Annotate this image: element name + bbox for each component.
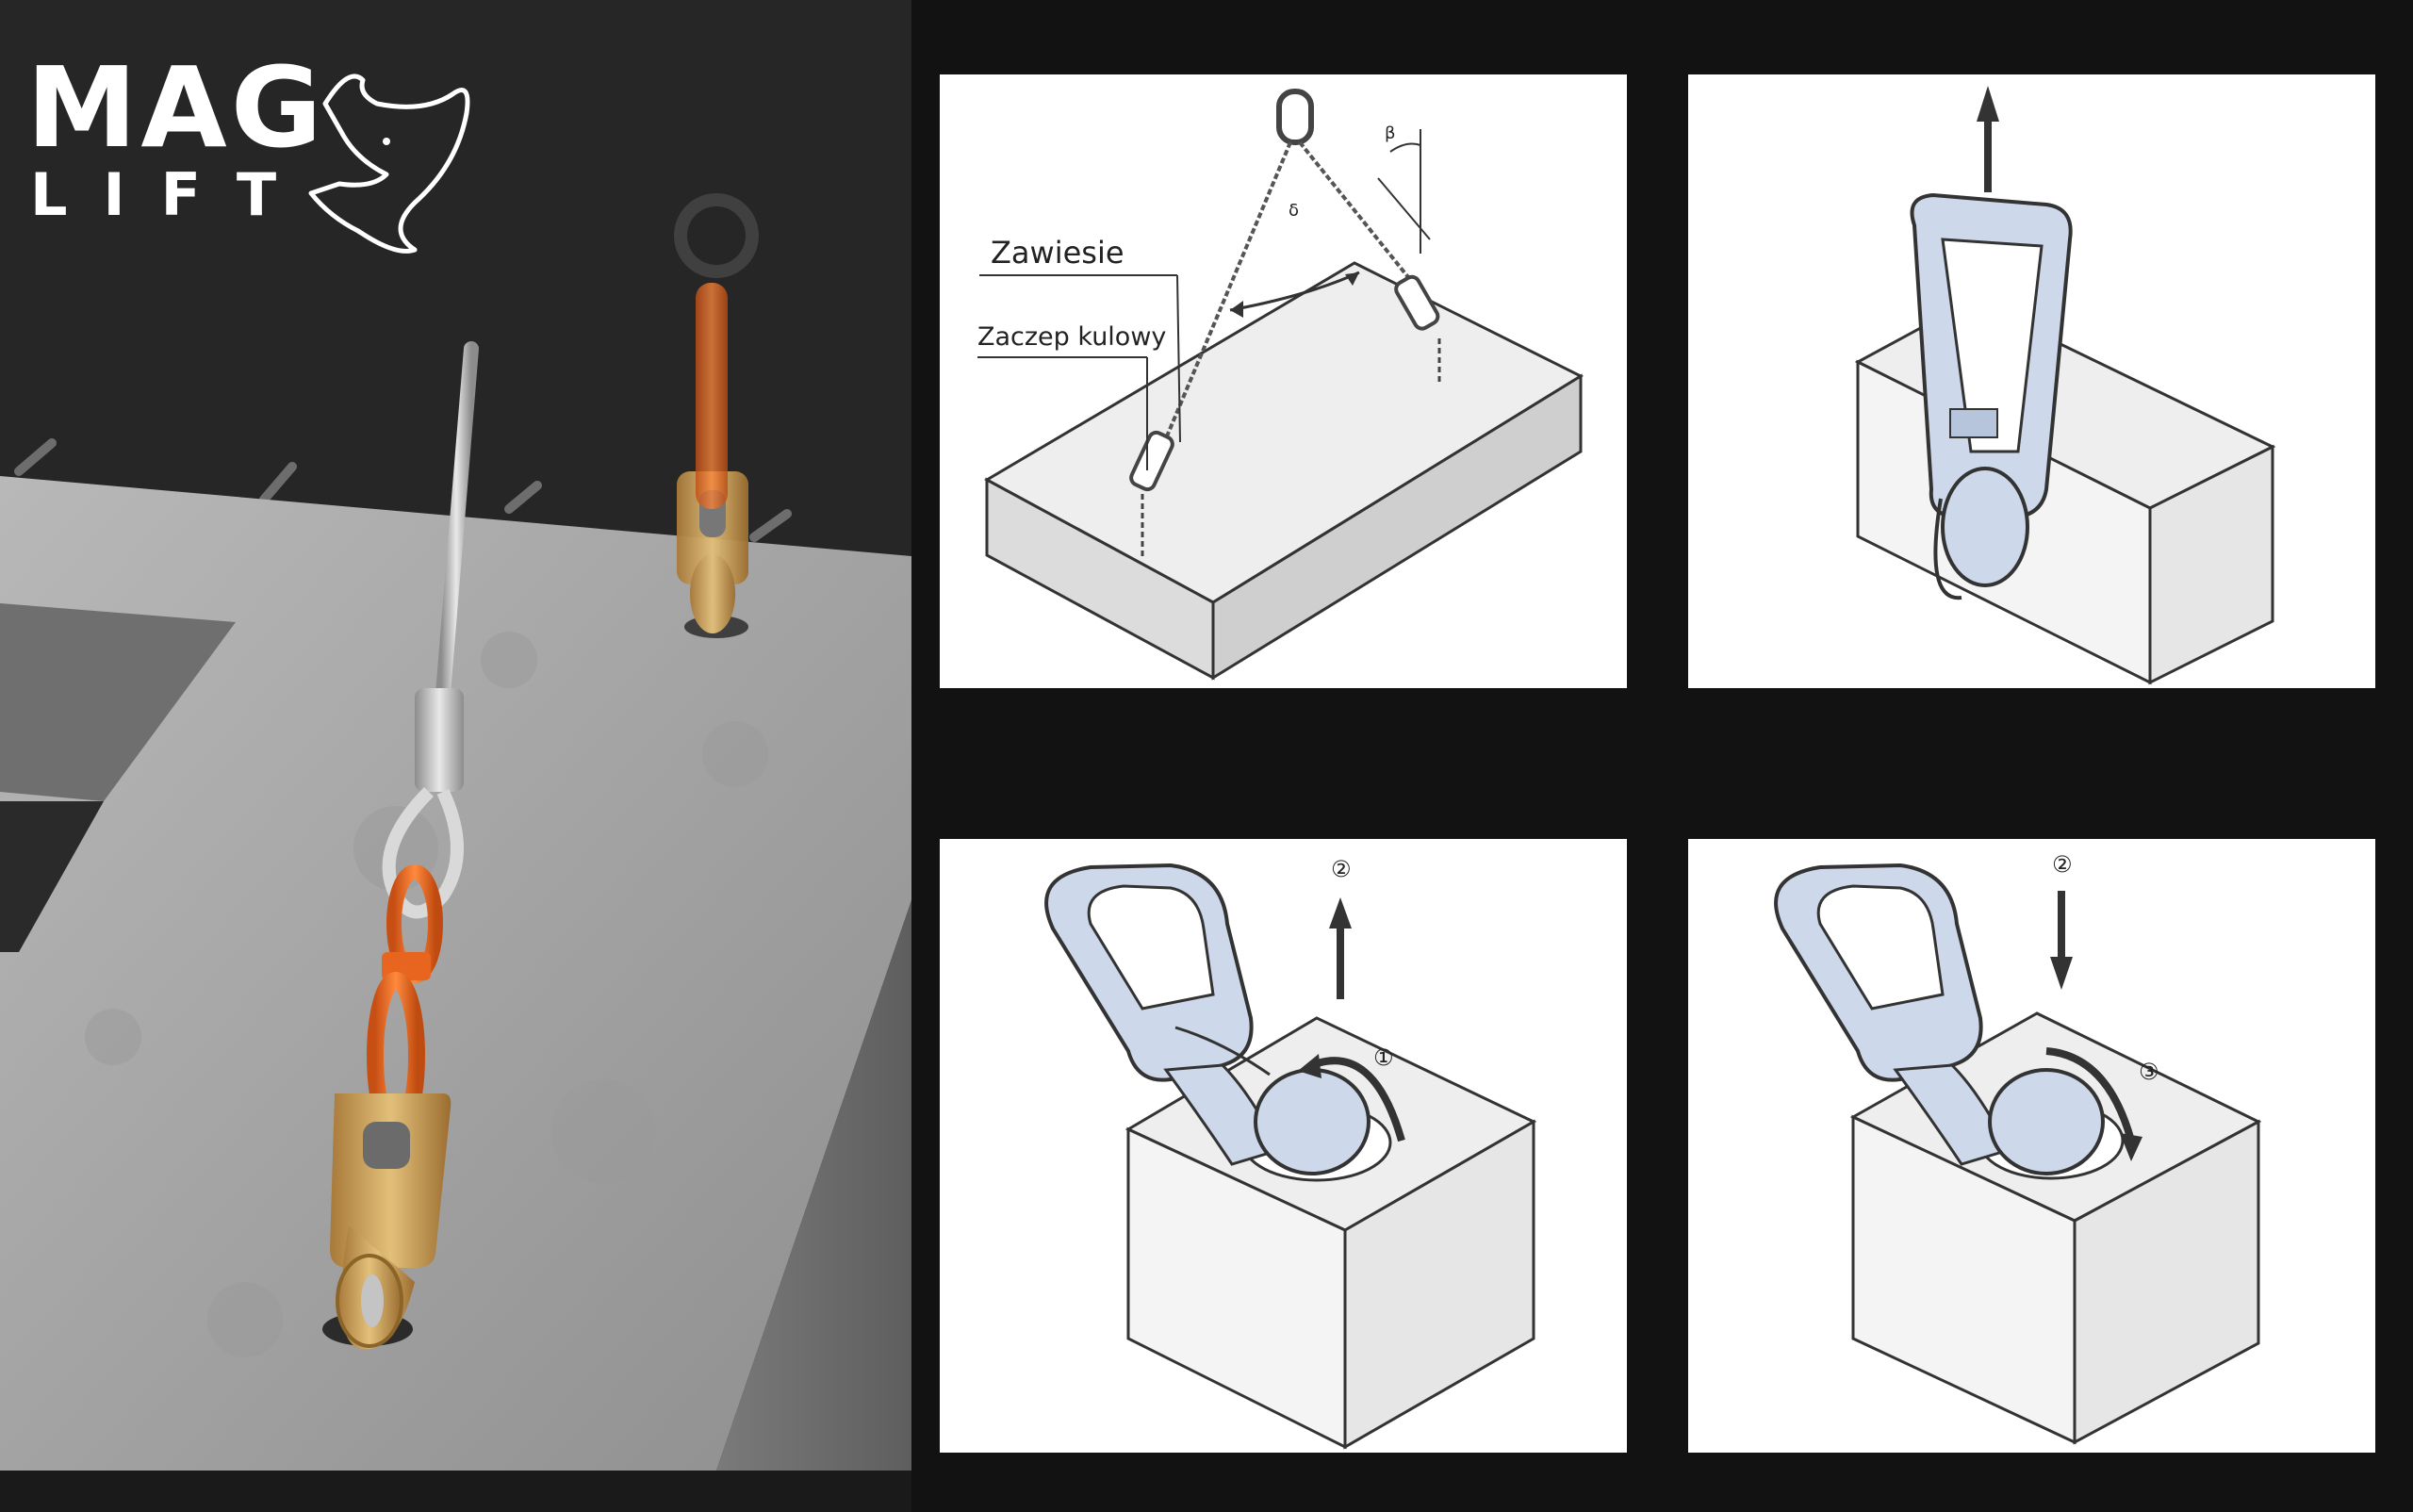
panel-lift-up xyxy=(1688,74,2375,688)
clutch-anchor-front xyxy=(322,1093,451,1350)
clutch-right xyxy=(1394,274,1440,331)
master-link xyxy=(1276,89,1314,145)
step-label-up: ② xyxy=(1331,856,1352,882)
clutch-left xyxy=(1129,430,1174,492)
clutch-anchor xyxy=(1910,192,2073,600)
logo-line1: MAG xyxy=(26,42,326,173)
label-clutch: Zaczep kulowy xyxy=(977,322,1166,352)
rotate-arrow-icon xyxy=(2045,1047,2135,1142)
product-photo: MAG LIFT xyxy=(0,0,911,1512)
clutch-anchor xyxy=(1044,863,1371,1175)
orange-link xyxy=(367,864,443,1140)
concrete-slab-side xyxy=(716,900,911,1471)
arrow-up-icon xyxy=(1977,86,1999,192)
step-label-rotate: ① xyxy=(1373,1044,1394,1071)
step-label-down: ② xyxy=(2052,851,2073,878)
rebar-group xyxy=(14,438,792,542)
rotate-arrow-icon xyxy=(1310,1057,1405,1142)
panel-attach: ② ① xyxy=(940,839,1627,1453)
clutch-anchor-back xyxy=(674,193,759,638)
concrete-slab-top xyxy=(0,476,911,1471)
step-label-rotate: ③ xyxy=(2139,1059,2159,1085)
arrow-up-icon xyxy=(1329,897,1352,999)
logo-line2: LIFT xyxy=(30,160,312,229)
maglift-logo: MAG LIFT xyxy=(26,42,470,254)
panel-release: ② ③ xyxy=(1688,839,2375,1453)
angle-delta-label: δ xyxy=(1289,201,1299,221)
wire-rope xyxy=(382,341,479,919)
chain-legs xyxy=(1155,140,1418,462)
slab-opening xyxy=(0,603,236,801)
rhino-icon xyxy=(308,74,470,254)
panel-sling-diagram: δ β Zawiesie Zaczep kulowy xyxy=(940,74,1627,688)
angle-beta-label: β xyxy=(1385,123,1396,143)
clutch-anchor xyxy=(1774,863,2105,1175)
label-sling: Zawiesie xyxy=(991,235,1124,271)
arrow-down-icon xyxy=(2050,891,2073,990)
